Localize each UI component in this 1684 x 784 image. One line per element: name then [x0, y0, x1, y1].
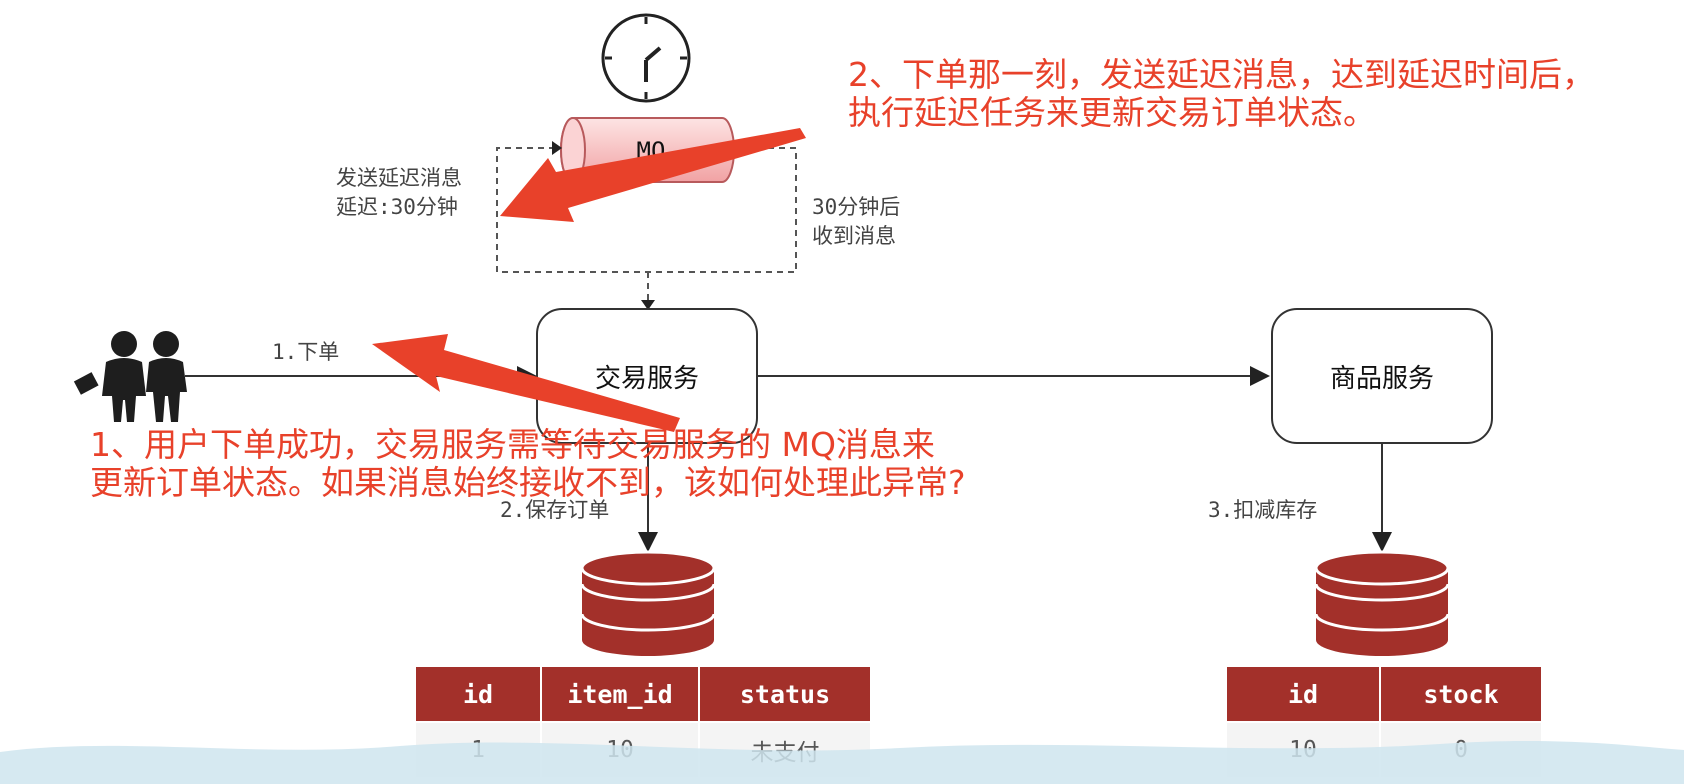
column-header: item_id: [540, 665, 700, 723]
after-30-label-line2: 收到消息: [812, 224, 896, 248]
users-icon: [73, 331, 187, 422]
annotation-note2-line1: 2、下单那一刻，发送延迟消息，达到延迟时间后，: [848, 55, 1595, 94]
table-header-row: id stock: [1225, 665, 1543, 723]
trade-service-node: 交易服务: [536, 308, 758, 444]
send-delay-label-line2: 延迟:30分钟: [336, 195, 458, 219]
mq-label: MQ: [637, 137, 666, 165]
send-delay-label-line1: 发送延迟消息: [336, 166, 462, 190]
column-header: status: [698, 665, 872, 723]
arrowhead: [641, 300, 655, 310]
database-icon: [580, 550, 716, 656]
database-icon: [1314, 550, 1450, 656]
product-service-node: 商品服务: [1271, 308, 1493, 444]
column-header: stock: [1379, 665, 1543, 723]
annotation-note2-line2: 执行延迟任务来更新交易订单状态。: [848, 93, 1376, 132]
after-30-label-line1: 30分钟后: [812, 195, 901, 219]
step1-label: 1.下单: [272, 340, 340, 364]
column-header: id: [1225, 665, 1381, 723]
trade-service-label: 交易服务: [594, 363, 699, 394]
step2-label: 2.保存订单: [500, 498, 610, 522]
annotation-note1-line1: 1、用户下单成功，交易服务需等待交易服务的 MQ消息来: [90, 425, 935, 464]
clock-icon: [601, 13, 691, 103]
decorative-wave: [0, 740, 1684, 784]
column-header: id: [414, 665, 542, 723]
annotation-note1-line2: 更新订单状态。如果消息始终接收不到，该如何处理此异常?: [90, 463, 966, 502]
product-service-label: 商品服务: [1329, 363, 1434, 394]
table-header-row: id item_id status: [414, 665, 872, 723]
step3-label: 3.扣减库存: [1208, 498, 1318, 522]
